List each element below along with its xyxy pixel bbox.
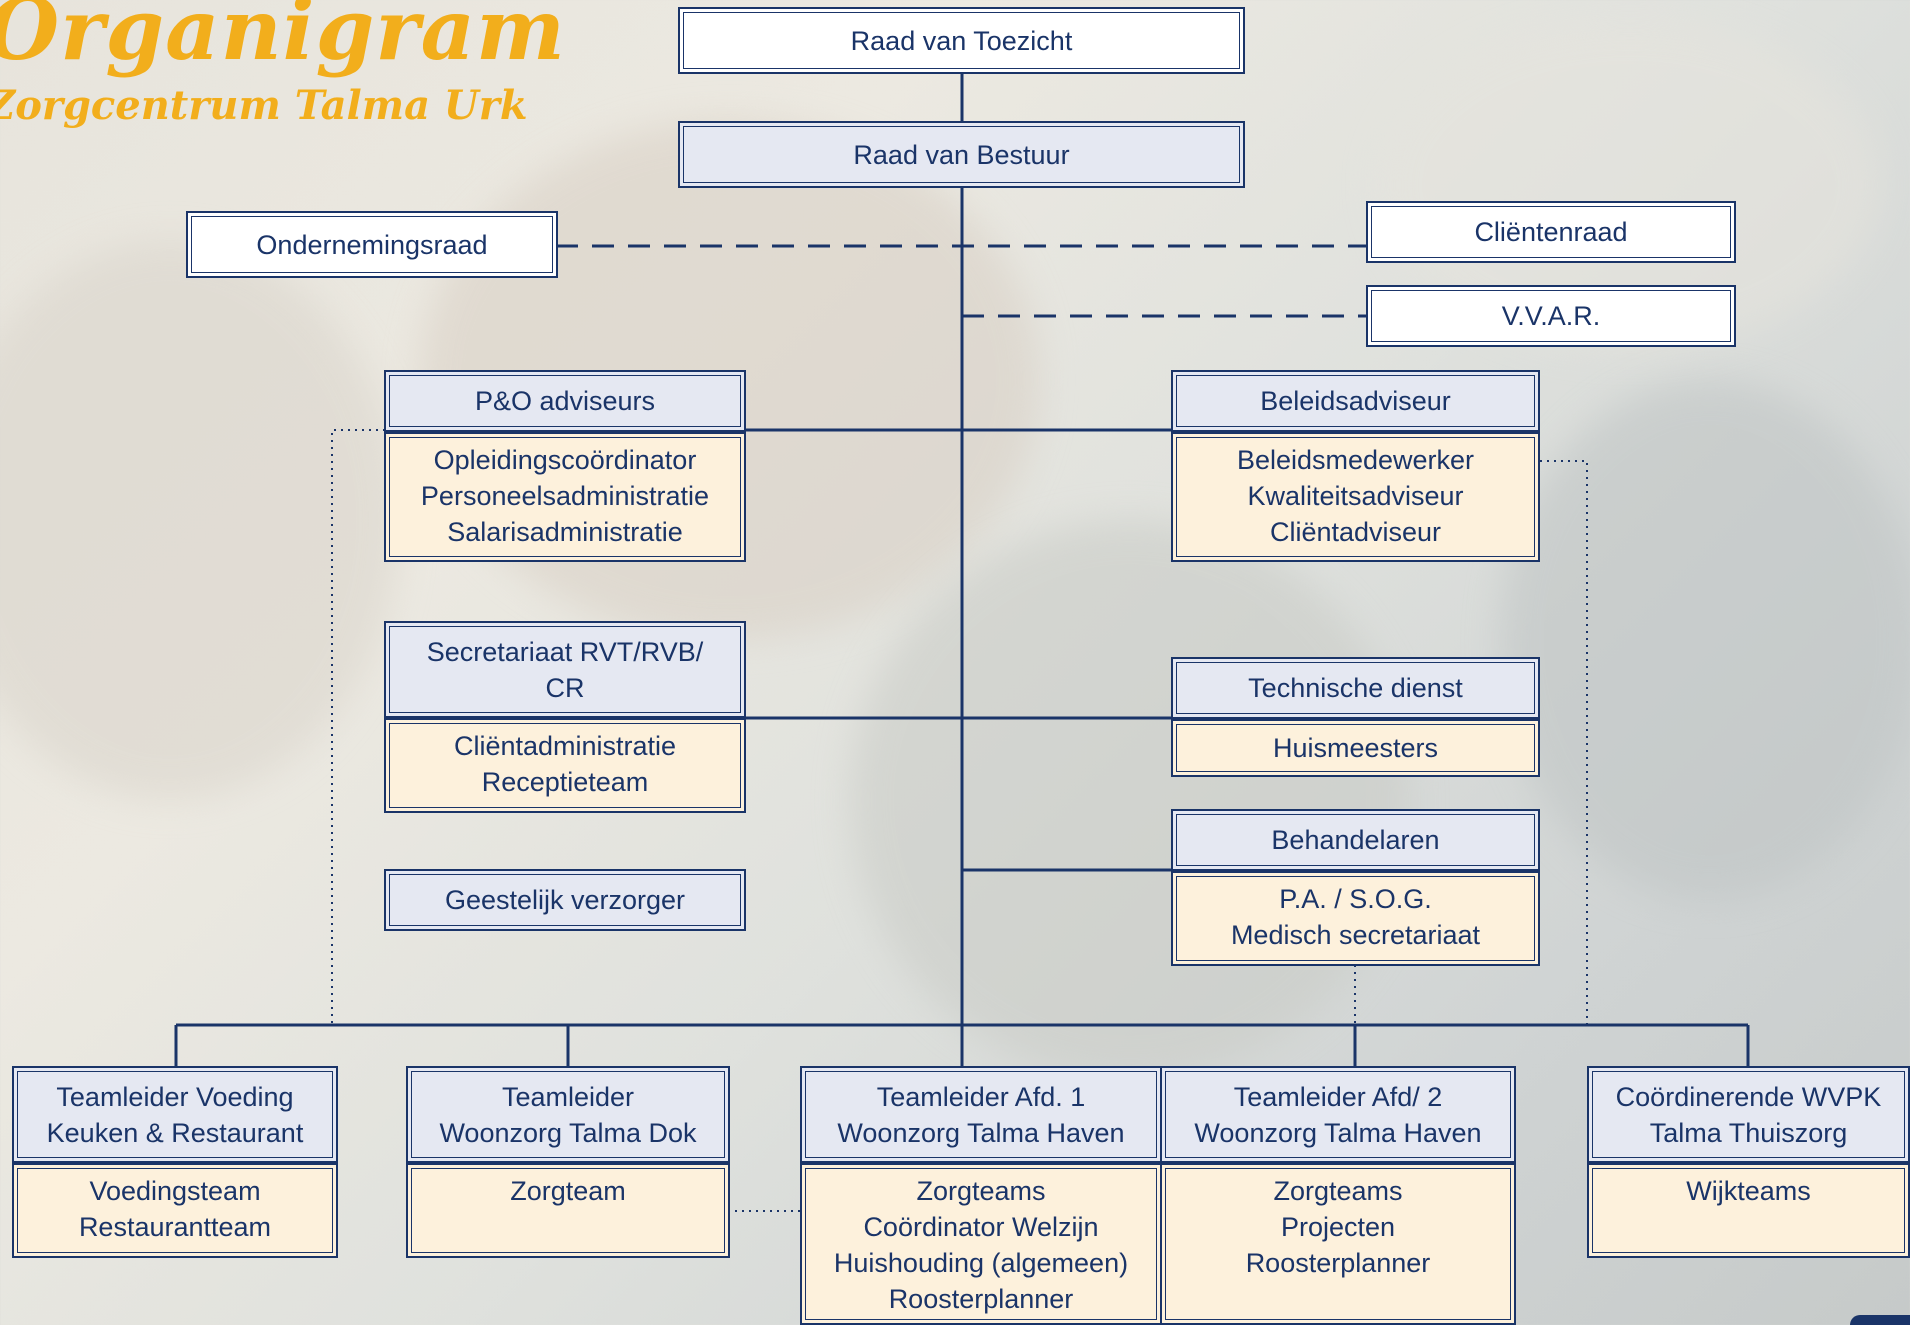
dotted-line bbox=[1540, 460, 1588, 1025]
node-line: P.A. / S.O.G. bbox=[1279, 884, 1432, 914]
node-line: Receptieteam bbox=[481, 767, 649, 797]
node-line: Beleidsmedewerker bbox=[1236, 445, 1475, 475]
node-label: Ondernemingsraad bbox=[256, 229, 488, 260]
node-teamleider-afd-2: Teamleider Afd/ 2 Woonzorg Talma Haven bbox=[1160, 1066, 1516, 1163]
node-secretariaat-team: Cliëntadministratie Receptieteam bbox=[384, 718, 746, 813]
dotted-line bbox=[331, 429, 385, 1025]
node-line: CR bbox=[545, 672, 585, 703]
node-line: Teamleider Afd. 1 bbox=[876, 1081, 1086, 1112]
node-raad-van-bestuur: Raad van Bestuur bbox=[678, 121, 1245, 188]
background-blob bbox=[850, 520, 1410, 1080]
node-label: Technische dienst bbox=[1248, 673, 1463, 703]
node-label: Huismeesters bbox=[1272, 733, 1439, 763]
node-line: Cliëntadministratie bbox=[453, 731, 677, 761]
node-label: Geestelijk verzorger bbox=[444, 885, 686, 915]
node-po-adviseurs: P&O adviseurs bbox=[384, 370, 746, 432]
node-line: Woonzorg Talma Dok bbox=[439, 1117, 697, 1148]
node-teamleider-voeding: Teamleider Voeding Keuken & Restaurant bbox=[12, 1066, 338, 1163]
node-label: Raad van Toezicht bbox=[850, 25, 1073, 56]
node-line: Opleidingscoördinator bbox=[433, 445, 697, 475]
node-line: Coördinerende WVPK bbox=[1615, 1081, 1882, 1112]
node-afd-2-team: Zorgteams Projecten Roosterplanner bbox=[1160, 1163, 1516, 1325]
node-line: Medisch secretariaat bbox=[1230, 920, 1481, 950]
node-beleid-team: Beleidsmedewerker Kwaliteitsadviseur Cli… bbox=[1171, 432, 1540, 562]
node-ondernemingsraad: Ondernemingsraad bbox=[186, 211, 558, 278]
node-line: Personeelsadministratie bbox=[420, 481, 710, 511]
node-po-team: Opleidingscoördinator Personeelsadminist… bbox=[384, 432, 746, 562]
node-line: Teamleider bbox=[501, 1081, 635, 1112]
node-dok-team: Zorgteam bbox=[406, 1163, 730, 1258]
node-line: Coördinator Welzijn bbox=[863, 1212, 1099, 1242]
node-wvpk-team: Wijkteams bbox=[1587, 1163, 1910, 1258]
node-label: Behandelaren bbox=[1271, 825, 1440, 855]
node-label: P&O adviseurs bbox=[474, 386, 656, 416]
node-line: Zorgteam bbox=[510, 1176, 626, 1206]
node-line: Woonzorg Talma Haven bbox=[1194, 1117, 1482, 1148]
page-title: Organigram bbox=[0, 0, 566, 79]
node-teamleider-afd-1: Teamleider Afd. 1 Woonzorg Talma Haven bbox=[800, 1066, 1162, 1163]
node-line: Roosterplanner bbox=[1245, 1248, 1431, 1278]
node-line: Roosterplanner bbox=[888, 1284, 1074, 1314]
node-line: Wijkteams bbox=[1686, 1176, 1811, 1206]
node-line: Zorgteams bbox=[1273, 1176, 1403, 1206]
node-secretariaat: Secretariaat RVT/RVB/ CR bbox=[384, 621, 746, 718]
node-line: Cliëntadviseur bbox=[1269, 517, 1442, 547]
title-block: Organigram Zorgcentrum Talma Urk bbox=[0, 0, 566, 126]
node-voeding-team: Voedingsteam Restaurantteam bbox=[12, 1163, 338, 1258]
node-line: Voedingsteam bbox=[89, 1176, 261, 1206]
node-clientenraad: Cliëntenraad bbox=[1366, 201, 1736, 263]
node-label: Beleidsadviseur bbox=[1260, 386, 1451, 416]
node-line: Teamleider Voeding bbox=[56, 1081, 294, 1112]
corner-decoration bbox=[1850, 1315, 1910, 1325]
node-huismeesters: Huismeesters bbox=[1171, 719, 1540, 777]
node-line: Projecten bbox=[1280, 1212, 1396, 1242]
background-blob bbox=[0, 240, 400, 800]
node-line: Huishouding (algemeen) bbox=[833, 1248, 1129, 1278]
node-line: Keuken & Restaurant bbox=[46, 1117, 304, 1148]
node-line: Kwaliteitsadviseur bbox=[1247, 481, 1464, 511]
page-subtitle: Zorgcentrum Talma Urk bbox=[0, 82, 528, 129]
background-blob bbox=[1500, 380, 1910, 900]
node-geestelijk-verzorger: Geestelijk verzorger bbox=[384, 869, 746, 931]
node-raad-van-toezicht: Raad van Toezicht bbox=[678, 7, 1245, 74]
node-line: Zorgteams bbox=[916, 1176, 1046, 1206]
node-line: Woonzorg Talma Haven bbox=[837, 1117, 1125, 1148]
node-line: Teamleider Afd/ 2 bbox=[1233, 1081, 1443, 1112]
node-behandelaren-team: P.A. / S.O.G. Medisch secretariaat bbox=[1171, 871, 1540, 966]
node-label: Cliëntenraad bbox=[1474, 217, 1628, 247]
node-beleidsadviseur: Beleidsadviseur bbox=[1171, 370, 1540, 432]
node-label: Raad van Bestuur bbox=[853, 139, 1070, 170]
node-technische-dienst: Technische dienst bbox=[1171, 657, 1540, 719]
node-line: Talma Thuiszorg bbox=[1649, 1117, 1848, 1148]
node-line: Secretariaat RVT/RVB/ bbox=[426, 636, 704, 667]
node-behandelaren: Behandelaren bbox=[1171, 809, 1540, 871]
node-line: Salarisadministratie bbox=[447, 517, 683, 547]
node-coordinerende-wvpk: Coördinerende WVPK Talma Thuiszorg bbox=[1587, 1066, 1910, 1163]
node-afd-1-team: Zorgteams Coördinator Welzijn Huishoudin… bbox=[800, 1163, 1162, 1325]
node-label: V.V.A.R. bbox=[1501, 301, 1601, 331]
node-vvar: V.V.A.R. bbox=[1366, 285, 1736, 347]
node-teamleider-dok: Teamleider Woonzorg Talma Dok bbox=[406, 1066, 730, 1163]
node-line: Restaurantteam bbox=[78, 1212, 272, 1242]
